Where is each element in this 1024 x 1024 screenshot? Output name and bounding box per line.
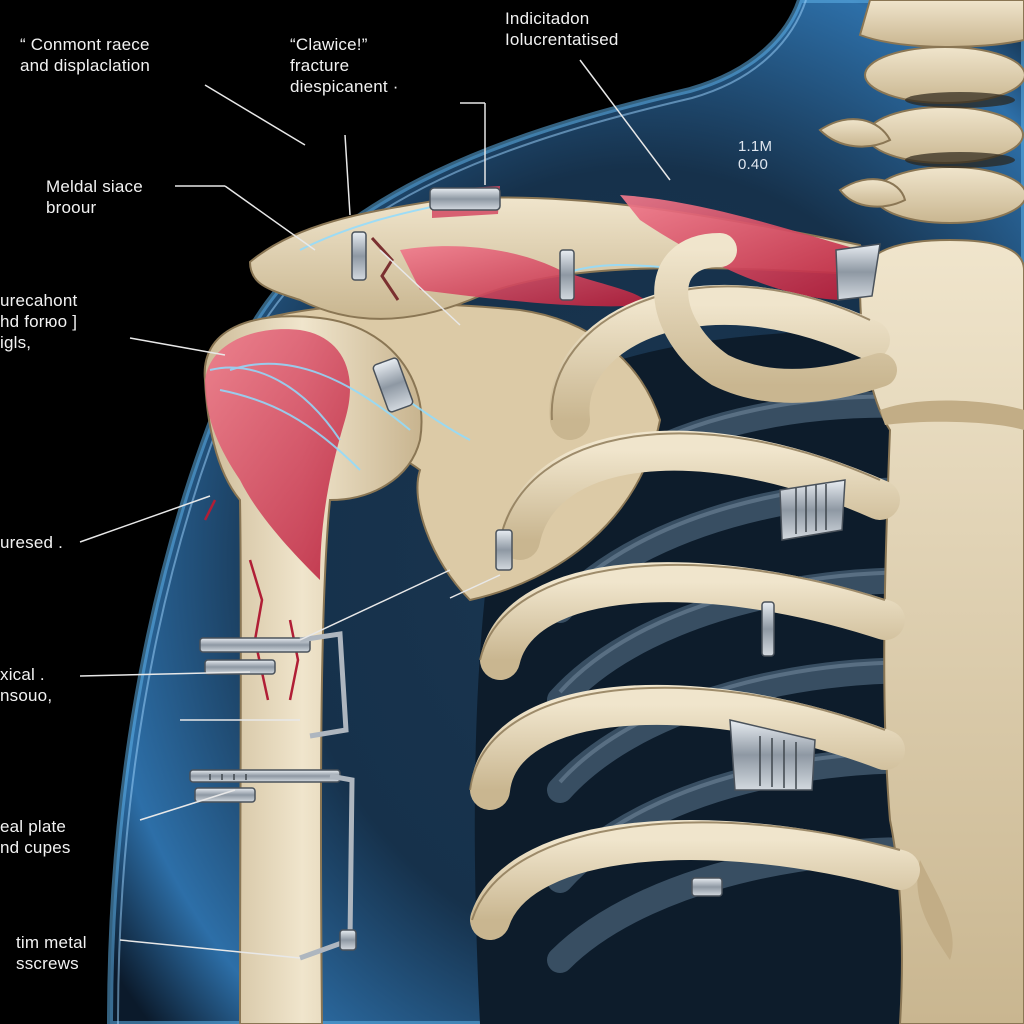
metal-hardware xyxy=(189,187,881,961)
label-measurement: 1.1M 0.40 xyxy=(738,138,773,173)
label-indication: Indicitadon Iolucrentatised xyxy=(505,9,619,49)
label-cortical: xical . nsouo, xyxy=(0,665,53,705)
label-metal-plate: eal plate nd cupes xyxy=(0,817,71,857)
label-pressed: uresed . xyxy=(0,533,64,552)
label-metal-screws: tim metal sscrews xyxy=(16,933,87,973)
label-medial-surface: Meldal siace broour xyxy=(46,177,143,217)
leader-lines xyxy=(79,59,671,959)
label-reattachment: urecahont hd forюo ] igls, xyxy=(0,291,78,352)
label-clavicle-fracture: “Clawice!” fracture diespicanent · xyxy=(290,35,399,96)
label-common-race-displacement: “ Conmont raece and displaclation xyxy=(20,35,151,75)
